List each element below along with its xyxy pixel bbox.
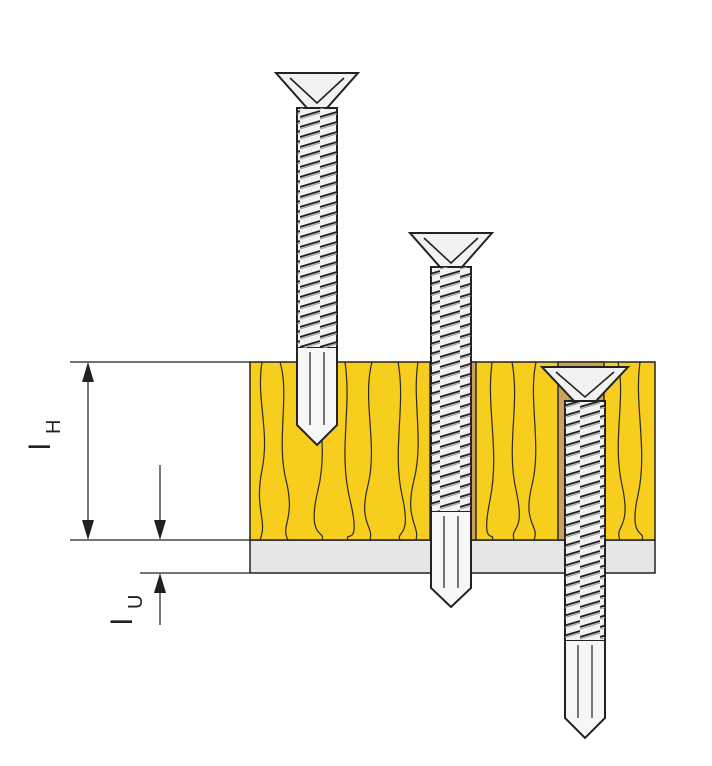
screw-2 (407, 232, 495, 609)
svg-text:l: l (106, 618, 139, 625)
label-lh: l H (24, 420, 65, 450)
wood-grain (258, 362, 644, 540)
screw-3 (539, 366, 631, 740)
screw-1 (273, 72, 361, 447)
dimension-steel (140, 465, 250, 625)
svg-text:U: U (125, 595, 147, 609)
svg-text:l: l (24, 443, 57, 450)
svg-text:H: H (43, 420, 65, 434)
dimension-wood (70, 361, 250, 541)
label-lu: l U (106, 595, 147, 625)
